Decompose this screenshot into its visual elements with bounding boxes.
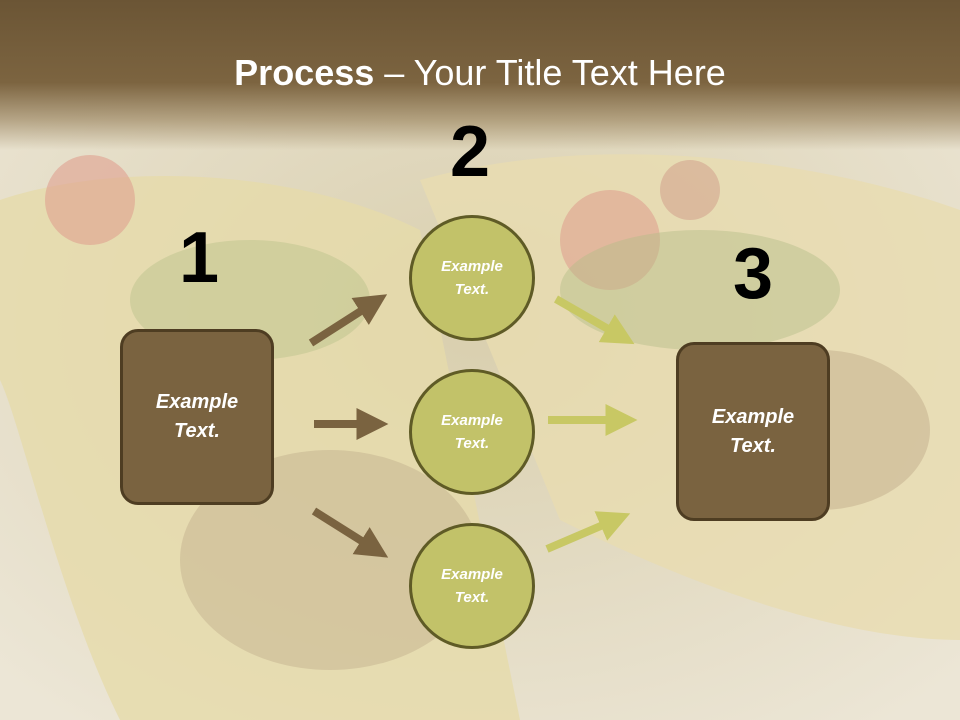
circle-top-line1: Example [441,258,503,275]
step-number-3: 3 [733,234,774,314]
circle-top-line2: Text. [454,281,490,298]
step-number-2: 2 [450,112,491,192]
circle-middle-line2: Text. [454,435,490,452]
title-bold: Process [234,52,375,93]
step-number-1: 1 [179,218,220,298]
step-3-text-line2: Text. [730,434,776,457]
step-3-text-line1: Example [711,405,795,428]
step-1-text: Example Text. [156,388,238,446]
step-1-text-line1: Example [155,391,239,413]
title-rest: – Your Title Text Here [374,52,726,93]
title-banner [0,0,960,150]
step-3-text: Example Text. [712,403,794,461]
circle-bottom-line1: Example [441,566,503,583]
step-1-text-line2: Text. [174,420,220,442]
step-3-box: Example Text. [676,342,830,521]
page-title: Process – Your Title Text Here [0,52,960,94]
circle-bottom-line2: Text. [454,589,490,606]
circle-middle-line1: Example [441,412,503,429]
step-1-box: Example Text. [120,329,274,505]
